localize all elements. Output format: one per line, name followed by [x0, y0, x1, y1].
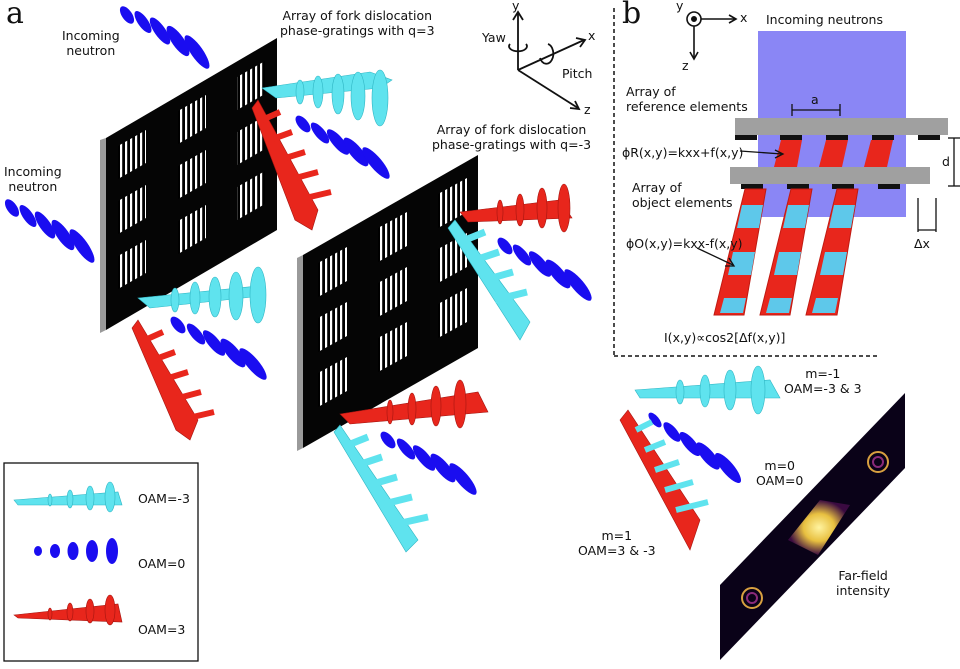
- beam-cyan-right: [447, 219, 531, 341]
- far-field-ring-bottom: [741, 587, 763, 609]
- legend-label-oam-0: OAM=0: [138, 556, 186, 571]
- object-elements-marks: [741, 184, 900, 189]
- beam-cyan-bottom-left: [137, 266, 267, 324]
- formula-phi-o: ϕO(x,y)=kxx-f(x,y): [626, 236, 743, 251]
- label-incoming-neutrons: Incoming neutrons: [766, 12, 883, 27]
- formula-intensity: I(x,y)∝cos2[Δf(x,y)]: [664, 330, 786, 345]
- beam-cyan-bottom-right: [333, 424, 429, 553]
- panel-label-a: a: [6, 0, 24, 31]
- object-beams: [713, 188, 859, 316]
- legend-swatch-blue: [34, 538, 118, 564]
- far-field-ring-top: [867, 451, 889, 473]
- axis-label-x-a: x: [588, 28, 596, 43]
- dimension-dx: [917, 198, 937, 232]
- label-d: d: [942, 154, 950, 169]
- legend-box: [3, 462, 199, 662]
- axis-label-y-a: y: [512, 0, 520, 13]
- formula-phi-r: ϕR(x,y)=kxx+f(x,y): [622, 145, 744, 160]
- beam-blue-right: [497, 237, 592, 301]
- beam-blue-bottom-left: [170, 316, 267, 380]
- incoming-beam-left: [4, 199, 95, 263]
- label-dx: Δx: [914, 236, 930, 251]
- grating-array-q3: [100, 38, 277, 333]
- axis-label-y-b: y: [676, 0, 684, 13]
- object-elements-bar: [730, 167, 930, 184]
- far-field-beam-blue: [648, 412, 742, 484]
- dimension-d: [948, 137, 960, 187]
- axis-label-z-b: z: [682, 58, 689, 73]
- axis-label-pitch: Pitch: [562, 66, 593, 81]
- beam-red-bottom-right: [339, 379, 489, 429]
- axis-label-z-a: z: [584, 102, 591, 117]
- beam-red-top-right: [251, 99, 332, 231]
- label-a: a: [811, 92, 819, 107]
- beam-blue-top-right: [295, 115, 390, 179]
- pointer-arrows: [696, 149, 785, 267]
- reference-elements-marks: [735, 135, 940, 140]
- far-field-center-spot: [788, 500, 850, 555]
- panel-label-b: b: [622, 0, 642, 31]
- dimension-a: [791, 104, 841, 116]
- incoming-beam-top: [119, 6, 210, 69]
- fork-grating-cells-qm3: [318, 178, 467, 407]
- axes-panel-a: [508, 10, 587, 111]
- far-field-screen: [720, 393, 905, 660]
- reference-beams: [774, 140, 893, 167]
- beam-red-right: [459, 183, 573, 233]
- legend-label-oam-minus3: OAM=-3: [138, 491, 190, 506]
- legend-swatch-cyan: [13, 481, 123, 513]
- axis-label-x-b: x: [740, 10, 748, 25]
- axes-panel-b: [686, 11, 738, 61]
- legend-label-oam-3: OAM=3: [138, 622, 186, 637]
- grating-array-qm3: [297, 155, 478, 451]
- far-field-beam-cyan-top: [634, 365, 781, 415]
- legend-swatch-red: [13, 594, 123, 626]
- beam-blue-bottom-right: [380, 431, 477, 495]
- reference-elements-bar: [735, 118, 948, 135]
- fork-grating-cells-q3: [118, 61, 265, 289]
- axis-label-yaw: Yaw: [482, 30, 506, 45]
- beam-cyan-top-right: [261, 69, 393, 127]
- beam-red-bottom-left: [131, 319, 215, 441]
- far-field-beam-red-cyan: [619, 409, 709, 551]
